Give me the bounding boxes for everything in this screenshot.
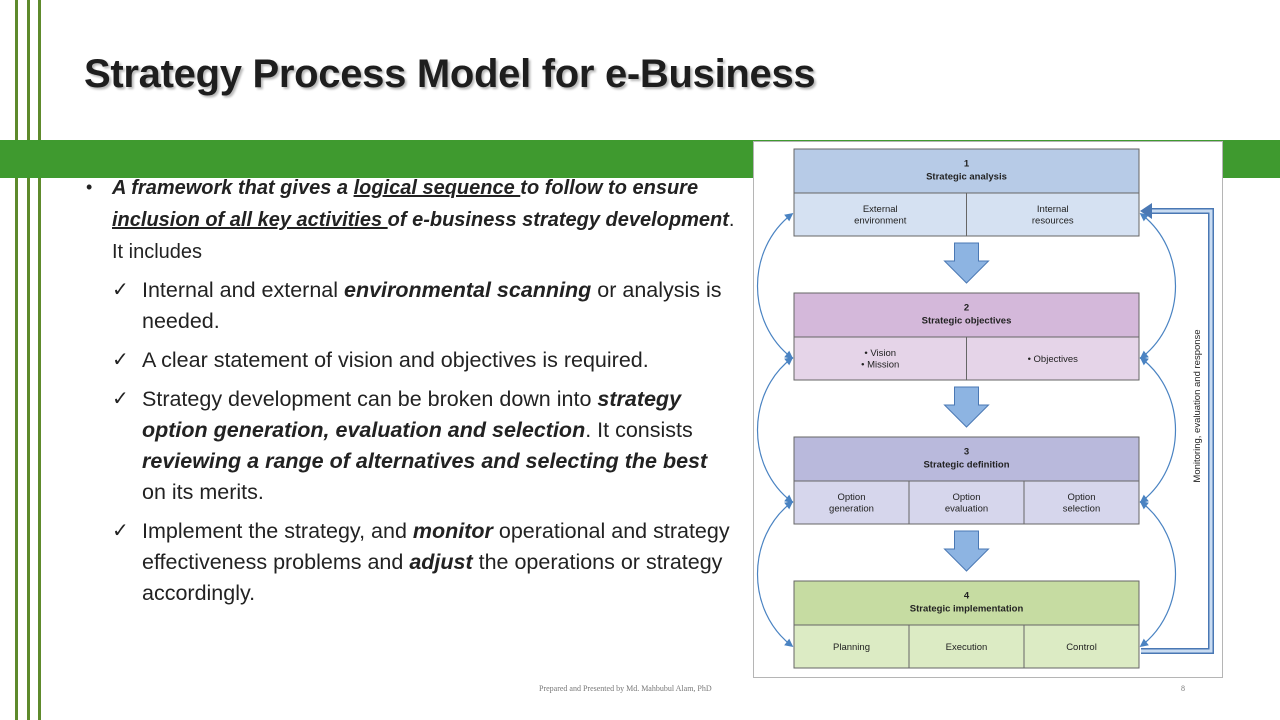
stage-cell-box — [966, 336, 1140, 381]
bullet-dot: • — [86, 177, 93, 197]
right-curved-arrow — [1139, 500, 1177, 648]
stage-cell-box — [1023, 624, 1140, 669]
stage-title: Strategic objectives — [922, 315, 1012, 326]
stage-cell-box — [908, 624, 1025, 669]
stage-title: Strategic definition — [923, 459, 1009, 470]
checkmark-icon: ✓ — [112, 388, 129, 410]
check-item-2: ✓ A clear statement of vision and object… — [86, 345, 736, 376]
stage-cell-box — [908, 480, 1025, 525]
underline-logical-sequence: logical sequence — [353, 177, 521, 199]
stage-cell-label: Control — [1066, 642, 1097, 653]
stage-cell-box — [1023, 480, 1140, 525]
stage-cell-label: Execution — [946, 642, 988, 653]
left-curved-arrow — [756, 500, 794, 648]
check-item-4: ✓ Implement the strategy, and monitor op… — [86, 516, 736, 609]
decor-line-1 — [15, 0, 18, 720]
down-arrow-icon — [943, 530, 990, 572]
decor-line-2 — [27, 0, 30, 720]
slide-title: Strategy Process Model for e-Business — [84, 52, 816, 96]
main-bullet-text: A framework that gives a logical sequenc… — [112, 177, 735, 263]
checkmark-icon: ✓ — [112, 349, 129, 371]
stage-cell-box — [966, 192, 1140, 237]
stage-number: 3 — [964, 446, 969, 457]
stage-number: 4 — [964, 590, 970, 601]
feedback-arrowhead-icon — [1140, 203, 1152, 219]
feedback-label: Monitoring, evaluation and response — [1192, 329, 1203, 482]
page-number: 8 — [1181, 684, 1185, 693]
slide-content: • A framework that gives a logical seque… — [86, 172, 736, 617]
left-curved-arrow — [756, 212, 794, 360]
stage-cell-box — [793, 480, 910, 525]
stage-title: Strategic implementation — [910, 603, 1024, 614]
down-arrow-icon — [943, 242, 990, 284]
underline-inclusion: inclusion of all key activities — [112, 209, 388, 231]
down-arrow-icon — [943, 386, 990, 428]
main-bullet: • A framework that gives a logical seque… — [86, 172, 736, 268]
checkmark-icon: ✓ — [112, 520, 129, 542]
stage-header-box — [793, 292, 1140, 338]
right-curved-arrow — [1139, 212, 1177, 360]
right-curved-arrow — [1139, 356, 1177, 504]
footer-credit: Prepared and Presented by Md. Mahbubul A… — [539, 684, 712, 693]
checkmark-icon: ✓ — [112, 279, 129, 301]
stage-cell-label: • Objectives — [1028, 354, 1079, 365]
stage-number: 1 — [964, 158, 970, 169]
stage-cell-box — [793, 192, 967, 237]
stage-header-box — [793, 580, 1140, 626]
stage-header-box — [793, 148, 1140, 194]
stage-cell-label: • Vision• Mission — [861, 348, 899, 370]
check-item-3: ✓ Strategy development can be broken dow… — [86, 384, 736, 508]
stage-cell-label: Planning — [833, 642, 870, 653]
feedback-loop-inner — [1141, 209, 1213, 653]
check-item-1: ✓ Internal and external environmental sc… — [86, 275, 736, 337]
stage-title: Strategic analysis — [926, 171, 1007, 182]
stage-number: 2 — [964, 302, 969, 313]
left-curved-arrow — [756, 356, 794, 504]
decor-line-3 — [38, 0, 41, 720]
stage-header-box — [793, 436, 1140, 482]
